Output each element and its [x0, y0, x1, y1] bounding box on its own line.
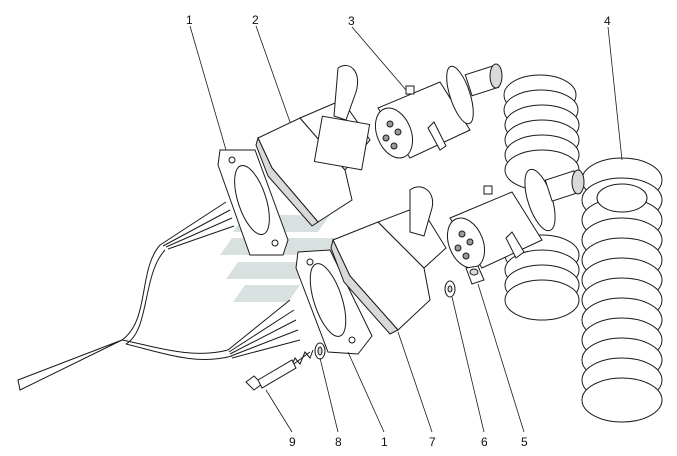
washer: [444, 280, 456, 298]
lower-plug: [446, 168, 585, 269]
callout-1-bottom: 1: [381, 435, 388, 449]
callout-labels: 1 2 3 4 9 8 1 7 6 5: [186, 13, 611, 449]
callout-9: 9: [289, 435, 296, 449]
leader-lines: [189, 25, 623, 433]
lower-socket-housing: [330, 186, 447, 335]
coiled-cable-lower: [581, 157, 663, 423]
coiled-cable-upper: [503, 74, 580, 321]
callout-1-top: 1: [186, 13, 193, 27]
callout-5: 5: [521, 435, 528, 449]
lower-gasket: [295, 249, 373, 355]
callout-6: 6: [481, 435, 488, 449]
screw: [245, 359, 297, 391]
nut: [465, 265, 485, 285]
callout-7: 7: [429, 435, 436, 449]
upper-plug: [374, 63, 503, 159]
upper-socket-housing: [255, 65, 371, 227]
callout-4: 4: [604, 14, 611, 28]
callout-8: 8: [335, 435, 342, 449]
callout-2: 2: [252, 13, 259, 27]
wire-harness: [17, 201, 301, 391]
spring-washer: [314, 342, 326, 360]
upper-gasket: [217, 149, 289, 256]
callout-3: 3: [348, 14, 355, 28]
